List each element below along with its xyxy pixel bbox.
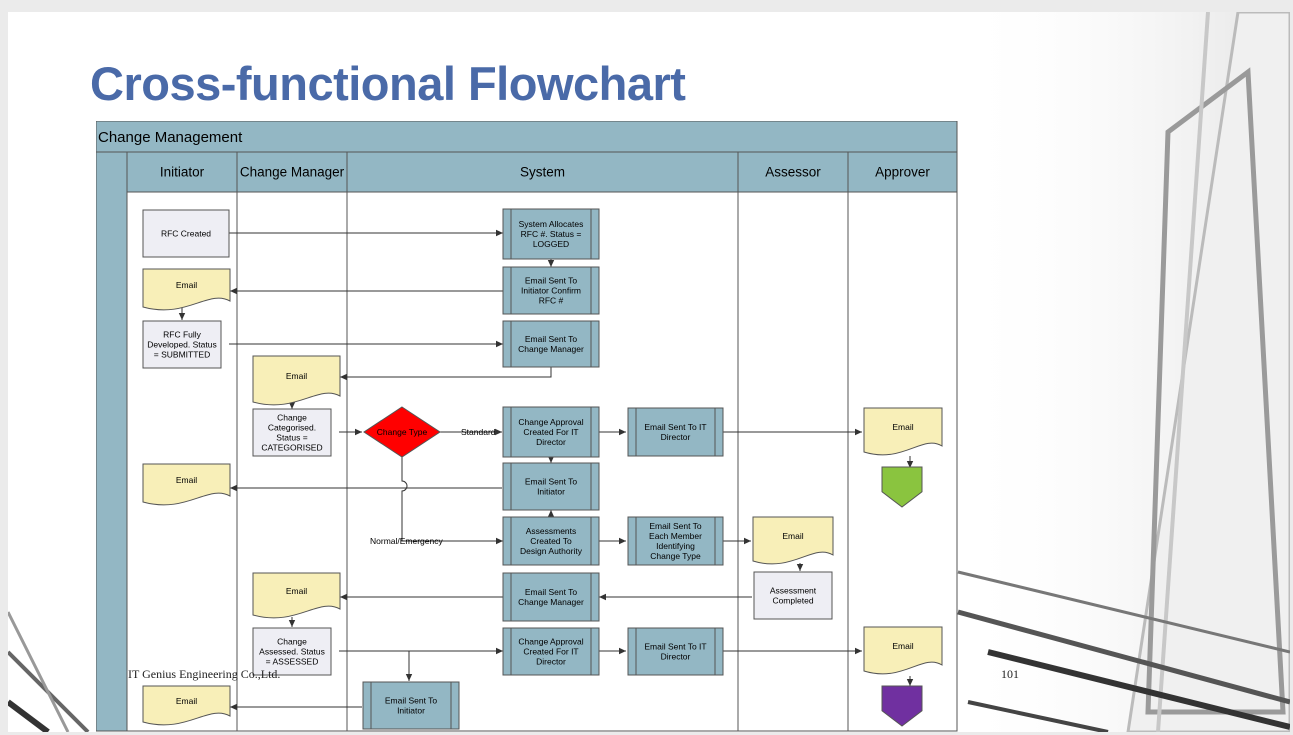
lane-header-label: Change Manager: [240, 165, 345, 180]
lane-system: System: [346, 151, 739, 731]
slide: Cross-functional Flowchart Change Manage…: [8, 12, 1290, 732]
document-label: Email: [286, 371, 307, 381]
pool-title: Change Management: [98, 129, 243, 146]
document-label: Email: [782, 531, 803, 541]
document-label: Email: [892, 641, 913, 651]
lane-approver: Approver: [847, 151, 958, 731]
document-label: Email: [176, 696, 197, 706]
document-email_cm_2: Email: [252, 572, 341, 619]
lane-initiator: Initiator: [126, 151, 238, 731]
edge-label-normal-emergency: Normal/Emergency: [370, 536, 443, 546]
background-window-art: [8, 12, 1290, 732]
document-email_initiator_3: Email: [142, 685, 231, 726]
document-email_approver_1: Email: [863, 407, 943, 456]
decision-label: Change Type: [377, 427, 428, 437]
document-email_approver_2: Email: [863, 626, 943, 675]
pool-side-bar: [96, 151, 128, 732]
lane-change-manager: Change Manager: [236, 151, 348, 731]
edge-notify-cm-to-email: [340, 367, 552, 381]
lane-header-label: Assessor: [765, 165, 821, 180]
document-label: Email: [176, 475, 197, 485]
document-label: Email: [176, 280, 197, 290]
slide-title: Cross-functional Flowchart: [90, 57, 686, 110]
lane-header-label: Approver: [875, 165, 930, 180]
lane-header-label: System: [520, 165, 565, 180]
decision-change-type: Change Type: [363, 406, 441, 458]
slide-page-number: 101: [1001, 667, 1019, 681]
lane-header-label: Initiator: [160, 165, 205, 180]
terminator-rejected-icon: [881, 685, 923, 727]
process-rfc_created: RFC Created: [142, 209, 230, 258]
footer-company-name: IT Genius Engineering Co.,Ltd.: [128, 667, 281, 681]
document-email_initiator_2: Email: [142, 463, 231, 506]
document-label: Email: [286, 586, 307, 596]
lane-assessor: Assessor: [737, 151, 849, 731]
document-email_cm_1: Email: [252, 355, 341, 406]
document-label: Email: [892, 422, 913, 432]
terminator-approved-icon: [881, 466, 923, 508]
process-label: RFC Created: [161, 228, 211, 238]
document-email_assessor: Email: [752, 516, 834, 565]
document-email_initiator_1: Email: [142, 268, 231, 311]
edge-label-standard: Standard: [461, 427, 496, 437]
edge-decision-normal: [401, 457, 503, 545]
pool-header: [96, 121, 958, 153]
